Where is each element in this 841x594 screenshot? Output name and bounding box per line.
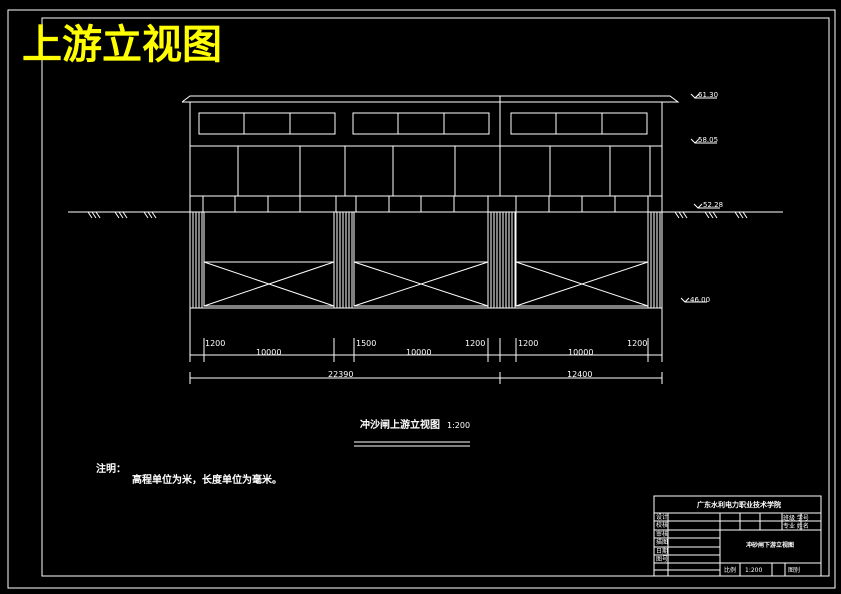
ground-hatch xyxy=(674,211,680,219)
roof-outline xyxy=(181,95,680,103)
ground-hatch xyxy=(704,211,710,219)
title-block-cell-tl: 班级 学号 xyxy=(783,514,809,522)
ground-hatch xyxy=(91,211,97,219)
title-block-row-label: 审核 xyxy=(656,530,668,538)
title-block-row-label: 描图 xyxy=(656,538,668,546)
title-block-scale-label: 比例 xyxy=(724,566,736,574)
elevation-roof-label: 61.30 xyxy=(698,91,718,99)
title-block-row-label: 校核 xyxy=(656,521,668,529)
dim-bay2-right: 1200 xyxy=(465,339,485,348)
dim-total-left: 22390 xyxy=(328,370,353,379)
title-block-sheet-label: 图别 xyxy=(788,566,800,574)
ground-hatch xyxy=(734,211,740,219)
inner-frame xyxy=(41,17,830,577)
ground-hatch xyxy=(678,211,684,219)
ground-hatch xyxy=(742,211,748,219)
elevation-arrow xyxy=(690,93,700,99)
gate-panel xyxy=(515,261,649,307)
gate-panel xyxy=(203,261,335,307)
upper-window xyxy=(352,112,490,135)
dim-bay1-clear: 10000 xyxy=(256,348,281,357)
title-block-drawing-name: 冲砂闸下游立视图 xyxy=(746,541,794,549)
drawing-caption: 冲沙闸上游立视图 xyxy=(360,418,440,431)
dim-total-right: 12400 xyxy=(567,370,592,379)
dim-bay2-left: 1500 xyxy=(356,339,376,348)
ground-hatch xyxy=(118,211,124,219)
elevation-arrow xyxy=(690,138,700,144)
ground-hatch xyxy=(95,211,101,219)
ground-hatch xyxy=(87,211,93,219)
gate-panel xyxy=(353,261,489,307)
headline-title: 上游立视图 xyxy=(22,21,222,68)
notes-text: 高程单位为米，长度单位为毫米。 xyxy=(132,473,282,486)
elevation-arrow xyxy=(693,203,703,209)
ground-hatch xyxy=(114,211,120,219)
ground-hatch xyxy=(682,211,688,219)
dim-bay1-left: 1200 xyxy=(205,339,225,348)
elevation-base-label: 46.00 xyxy=(690,296,710,304)
dim-bay2-clear: 10000 xyxy=(406,348,431,357)
elevation-arrow xyxy=(680,297,690,303)
gate-brace xyxy=(515,261,649,307)
ground-hatch xyxy=(143,211,149,219)
title-block-row-label: 日期 xyxy=(656,547,668,555)
ground-hatch xyxy=(712,211,718,219)
ground-hatch xyxy=(708,211,714,219)
dim-bay3-left: 1200 xyxy=(518,339,538,348)
dim-bay3-right: 1200 xyxy=(627,339,647,348)
sluice-elevation xyxy=(68,93,783,384)
ground-hatch xyxy=(738,211,744,219)
upper-window xyxy=(198,112,336,135)
title-block-row-label: 设计 xyxy=(656,513,668,521)
title-block-cell-tr: 专业 姓名 xyxy=(783,522,809,530)
gate-brace xyxy=(203,261,335,307)
ground-hatch xyxy=(151,211,157,219)
title-block xyxy=(653,495,822,577)
ground-hatch xyxy=(147,211,153,219)
upper-window xyxy=(510,112,648,135)
drawing-scale: 1:200 xyxy=(447,421,470,430)
outer-frame xyxy=(7,9,836,589)
elevation-beam-label: 58.05 xyxy=(698,136,718,144)
title-block-row-label: 图号 xyxy=(656,556,668,563)
dim-bay3-clear: 10000 xyxy=(568,348,593,357)
title-block-scale-value: 1:200 xyxy=(745,567,762,574)
ground-hatch xyxy=(122,211,128,219)
elevation-ground-label: 52.28 xyxy=(703,201,723,209)
gate-brace xyxy=(353,261,489,307)
title-block-institute: 广东水利电力职业技术学院 xyxy=(697,500,781,509)
notes-label: 注明： xyxy=(96,462,126,475)
